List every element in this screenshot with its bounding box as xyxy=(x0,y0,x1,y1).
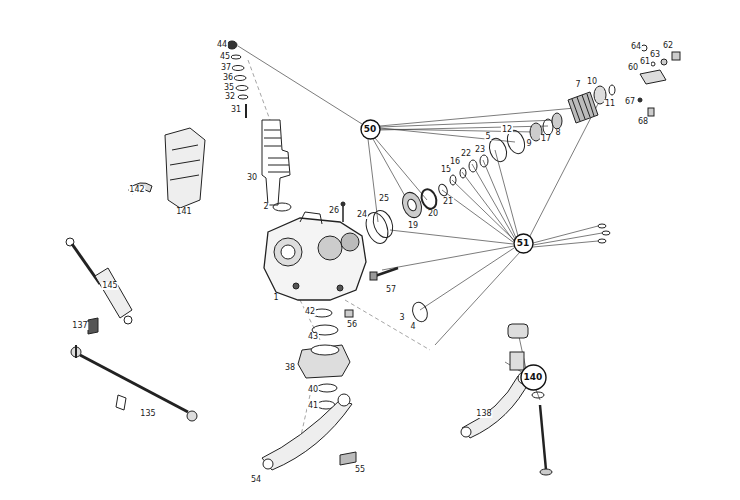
callout-number: 41 xyxy=(307,402,319,410)
callout-number: 142 xyxy=(128,186,145,194)
group-number: 51 xyxy=(517,239,530,248)
callout-number: 68 xyxy=(637,118,649,126)
callout-number: 35 xyxy=(223,84,235,92)
callout-number: 141 xyxy=(175,208,192,216)
group-number: 50 xyxy=(364,125,377,134)
callout-number: 25 xyxy=(378,195,390,203)
group-callout-circle: 50 xyxy=(360,119,381,140)
callout-number: 63 xyxy=(649,51,661,59)
callout-number: 5 xyxy=(484,133,491,141)
callout-number: 40 xyxy=(307,386,319,394)
callout-number: 1 xyxy=(272,294,279,302)
callout-number: 62 xyxy=(662,42,674,50)
callout-number: 45 xyxy=(219,53,231,61)
callout-number: 10 xyxy=(586,78,598,86)
callout-number: 37 xyxy=(220,64,232,72)
callout-number: 44 xyxy=(216,41,228,49)
callout-number: 19 xyxy=(407,222,419,230)
callout-number: 16 xyxy=(449,158,461,166)
callout-number: 145 xyxy=(101,282,118,290)
callout-number: 8 xyxy=(554,129,561,137)
callout-number: 137 xyxy=(71,322,88,330)
callout-number: 9 xyxy=(525,140,532,148)
group-callout-circle: 140 xyxy=(520,364,547,391)
callout-number: 60 xyxy=(627,64,639,72)
callout-number: 3 xyxy=(398,314,405,322)
callout-number: 4 xyxy=(409,323,416,331)
callout-number: 24 xyxy=(356,211,368,219)
callout-number: 67 xyxy=(624,98,636,106)
callout-number: 7 xyxy=(574,81,581,89)
callout-number: 21 xyxy=(442,198,454,206)
callout-number: 54 xyxy=(250,476,262,484)
callout-number: 23 xyxy=(474,146,486,154)
callout-number: 138 xyxy=(475,410,492,418)
callout-number: 42 xyxy=(304,308,316,316)
callout-number: 32 xyxy=(224,93,236,101)
callout-number: 38 xyxy=(284,364,296,372)
callout-number: 15 xyxy=(440,166,452,174)
callout-number: 2 xyxy=(262,203,269,211)
callout-number: 31 xyxy=(230,106,242,114)
callout-number: 57 xyxy=(385,286,397,294)
callout-number: 30 xyxy=(246,174,258,182)
callout-number: 12 xyxy=(501,126,513,134)
group-callout-circle: 51 xyxy=(513,233,534,254)
callout-number: 36 xyxy=(222,74,234,82)
callout-number: 64 xyxy=(630,43,642,51)
callout-number: 56 xyxy=(346,321,358,329)
callout-number: 20 xyxy=(427,210,439,218)
group-number: 140 xyxy=(524,373,543,382)
callout-number: 26 xyxy=(328,207,340,215)
callout-number: 61 xyxy=(639,58,651,66)
callout-number: 11 xyxy=(604,100,616,108)
callout-number: 17 xyxy=(540,135,552,143)
callout-number: 22 xyxy=(460,150,472,158)
callout-number: 55 xyxy=(354,466,366,474)
callout-number: 135 xyxy=(139,410,156,418)
callout-number: 43 xyxy=(307,333,319,341)
